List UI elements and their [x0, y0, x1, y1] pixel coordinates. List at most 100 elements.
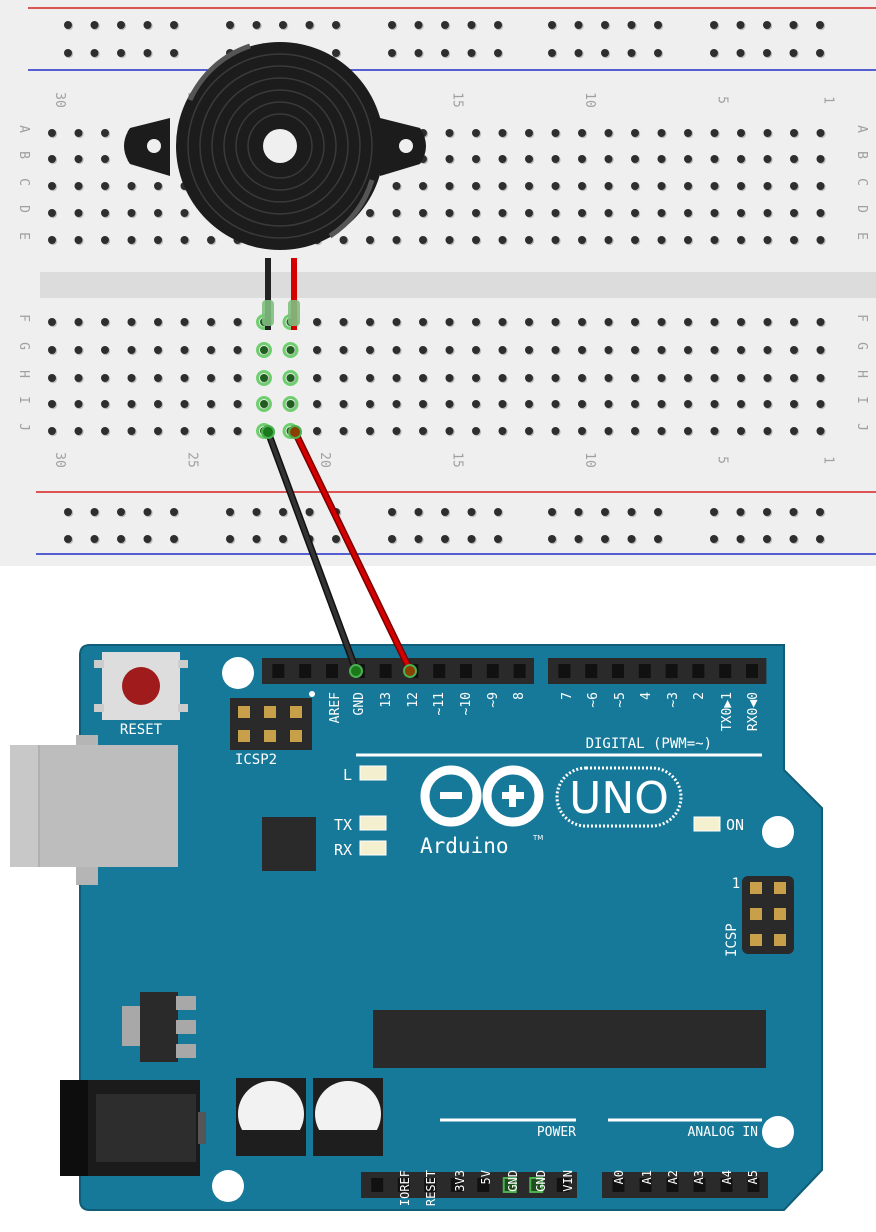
- reset-label: RESET: [120, 722, 163, 738]
- row-letter: A: [854, 125, 869, 133]
- breadboard-hole-center: [525, 318, 533, 326]
- breadboard-hole-center: [710, 318, 719, 326]
- analog-header: [602, 1172, 768, 1198]
- digital-header-right-socket: [719, 664, 732, 678]
- breadboard-hole-center: [170, 508, 178, 516]
- breadboard-hole-center: [64, 508, 72, 516]
- breadboard-hole-center: [525, 400, 533, 408]
- breadboard-hole-center: [604, 236, 613, 244]
- breadboard-hole-center: [467, 535, 476, 543]
- breadboard-hole-center: [180, 318, 189, 326]
- breadboard-hole-center: [578, 427, 586, 435]
- breadboard-hole-center: [472, 236, 480, 244]
- breadboard-hole-center: [710, 374, 719, 382]
- breadboard-hole-center: [498, 374, 507, 382]
- breadboard-hole-center: [551, 182, 560, 190]
- digital-header-left-socket: [299, 664, 312, 678]
- icsp-label: ICSP: [724, 923, 740, 957]
- row-letter: B: [16, 151, 31, 159]
- breadboard-hole-center: [332, 21, 340, 29]
- digital-pin-label: ~3: [666, 692, 681, 708]
- usb-chip: [262, 817, 316, 871]
- breadboard-hole-center: [657, 155, 666, 163]
- digital-header-left-socket: [460, 664, 472, 678]
- breadboard-hole-center: [737, 209, 745, 217]
- icsp2-header: [230, 698, 312, 750]
- analog-pin-label: A1: [640, 1170, 654, 1184]
- breadboard-hole-center: [252, 535, 261, 543]
- breadboard-hole-center: [441, 49, 449, 57]
- breadboard-hole-center: [737, 400, 745, 408]
- center-channel: [40, 272, 876, 298]
- breadboard-hole-center: [790, 236, 798, 244]
- breadboard-hole-center: [64, 49, 72, 57]
- column-number: 10: [582, 92, 597, 108]
- analog-label: ANALOG IN: [688, 1125, 758, 1140]
- digital-header-left-socket: [513, 664, 526, 678]
- breadboard-hole-center: [339, 400, 348, 408]
- breadboard-hole-center: [74, 129, 83, 137]
- breadboard-hole-center: [710, 346, 719, 354]
- led-rx-label: RX: [334, 841, 352, 859]
- breadboard-hole-center: [472, 182, 480, 190]
- breadboard-hole-center: [414, 508, 423, 516]
- breadboard-hole-center: [763, 155, 772, 163]
- analog-header-housing: [602, 1172, 768, 1198]
- breadboard-hole-center: [154, 209, 162, 217]
- breadboard-hole-center: [763, 21, 771, 29]
- breadboard-hole-center: [657, 346, 666, 354]
- breadboard-hole-center: [494, 49, 502, 57]
- breadboard-hole-center: [654, 49, 662, 57]
- row-letter: E: [854, 232, 869, 240]
- analog-header-socket: [666, 1178, 679, 1192]
- breadboard-hole-center: [657, 182, 666, 190]
- digital-header-left-socket: [379, 664, 392, 678]
- breadboard-hole-center: [207, 427, 215, 435]
- buzzer-ring: [223, 89, 337, 203]
- breadboard-hole-center: [627, 508, 636, 516]
- breadboard-hole-center: [631, 182, 639, 190]
- digital-pin-label: 12: [406, 692, 421, 708]
- power-pin-label: GND: [506, 1170, 520, 1192]
- breadboard-hole-center: [339, 236, 348, 244]
- breadboard-hole-center: [260, 346, 268, 354]
- breadboard-hole-center: [445, 209, 454, 217]
- breadboard-hole-center: [627, 49, 636, 57]
- analog-pin-label: A4: [720, 1170, 734, 1184]
- logo-right-ring: [482, 765, 544, 827]
- row-letter: G: [854, 342, 869, 350]
- breadboard-hole-center: [170, 21, 178, 29]
- breadboard-hole-center: [657, 209, 666, 217]
- logo-minus-icon: [440, 792, 462, 799]
- digital-header-left-socket: [326, 664, 338, 678]
- led-l: [359, 765, 387, 781]
- breadboard-hole-center: [445, 129, 454, 137]
- breadboard-hole-center: [737, 236, 745, 244]
- power-header-socket: [450, 1178, 463, 1192]
- row-letter: E: [16, 232, 31, 240]
- breadboard-hole-center: [233, 318, 242, 326]
- breadboard-hole-center: [117, 49, 125, 57]
- buzzer-ring: [199, 65, 361, 227]
- breadboard-hole-center: [790, 155, 798, 163]
- row-letter: I: [854, 396, 869, 404]
- breadboard-hole-center: [441, 21, 449, 29]
- breadboard-hole-center: [578, 374, 586, 382]
- breadboard-hole-center: [710, 21, 718, 29]
- reset-button[interactable]: [94, 652, 188, 720]
- icsp-pin: [774, 908, 786, 920]
- power-header-socket: [477, 1178, 490, 1192]
- power-header-socket: [424, 1178, 437, 1192]
- breadboard-hole-center: [684, 236, 692, 244]
- breadboard-hole-center: [578, 346, 586, 354]
- breadboard-hole-center: [498, 209, 507, 217]
- breadboard-hole-center: [180, 400, 189, 408]
- breadboard-hole-center: [366, 400, 374, 408]
- breadboard-hole-center: [472, 129, 480, 137]
- buzzer-sound-hole: [263, 129, 297, 163]
- breadboard-hole-center: [578, 400, 586, 408]
- breadboard-hole-center: [684, 400, 692, 408]
- digital-pin-label: 7: [560, 692, 575, 700]
- breadboard-hole-center: [654, 535, 662, 543]
- breadboard-hole-center: [74, 155, 83, 163]
